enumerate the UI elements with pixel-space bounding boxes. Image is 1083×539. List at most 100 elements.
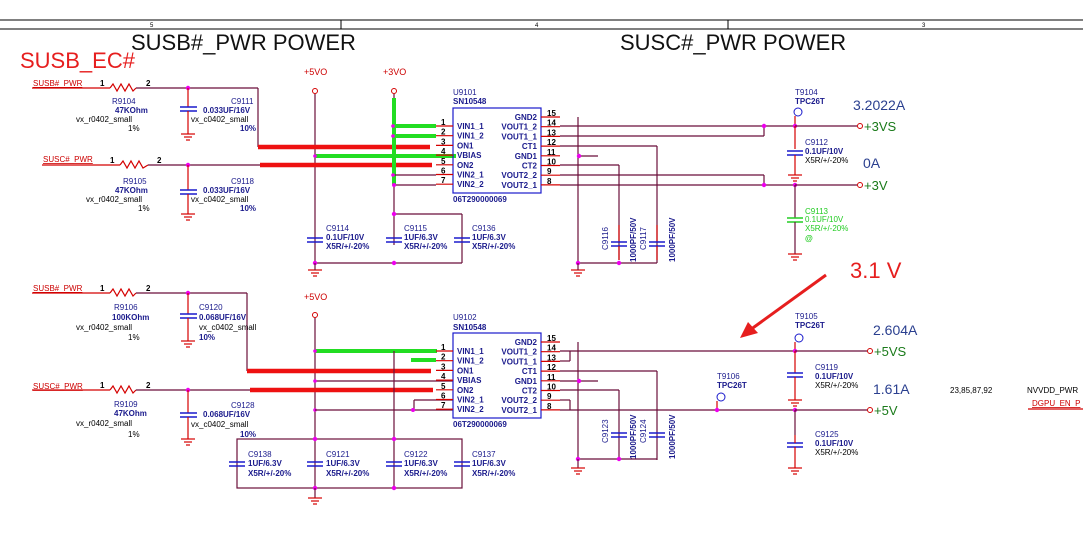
- u9101-pin-name: CT1: [522, 142, 538, 151]
- capacitor-c9124[interactable]: [649, 432, 665, 438]
- u9102-pin-num: 1: [441, 343, 446, 352]
- output-5vs-label: +5VS: [874, 344, 906, 359]
- c9128-value: 0.068UF/16V: [203, 410, 251, 419]
- capacitor-c9116[interactable]: [611, 225, 627, 260]
- u9101-pin-name: VBIAS: [457, 151, 482, 160]
- output-port-3vs[interactable]: [857, 123, 863, 129]
- u9101-pin-name: VOUT2_2: [501, 171, 537, 180]
- u9101-pin-num: 8: [547, 177, 552, 186]
- c9136-spec: X5R/+/-20%: [472, 242, 515, 251]
- rail-label-3vo: +3VO: [383, 67, 406, 77]
- net-nvvdd-pwr[interactable]: NVVDD_PWR: [1027, 386, 1078, 395]
- r9104-tol: 1%: [128, 124, 140, 133]
- c9120-footprint: vx_c0402_small: [199, 323, 257, 332]
- c9120-tol: 10%: [199, 333, 215, 342]
- c9117-ref: C9117: [639, 226, 648, 250]
- capacitor-c9136[interactable]: [454, 237, 470, 243]
- r9104-ref: R9104: [112, 97, 136, 106]
- c9116-value: 1000PF/50V: [629, 217, 638, 262]
- ground-icon: [788, 253, 802, 261]
- r9109-footprint: vx_r0402_small: [76, 419, 132, 428]
- resistor-r9109-symbol[interactable]: [109, 384, 137, 395]
- net-susc-pwr-bottom[interactable]: SUSC#_PWR: [33, 382, 83, 391]
- u9102-pin-num: 14: [547, 344, 556, 353]
- c9125-spec: X5R/+/-20%: [815, 448, 858, 457]
- capacitor-c9119[interactable]: [787, 372, 803, 378]
- c9112-spec: X5R/+/-20%: [805, 156, 848, 165]
- net-susb-pwr-top[interactable]: SUSB#_PWR: [33, 79, 83, 88]
- u9101-pin-name: GND2: [515, 113, 538, 122]
- rail-label-5vo: +5VO: [304, 67, 327, 77]
- c9114-ref: C9114: [326, 224, 350, 233]
- capacitor-c9125[interactable]: [787, 442, 803, 448]
- capacitor-c9117[interactable]: [649, 225, 665, 260]
- ic-u9101[interactable]: U9101 SN10548 06T290000069: [452, 88, 542, 204]
- zone-3: 3: [922, 23, 926, 29]
- capacitor-c9128[interactable]: [180, 412, 197, 418]
- c9113-ref: C9113: [805, 207, 829, 216]
- u9102-pin-name: VBIAS: [457, 376, 482, 385]
- c9128-ref: C9128: [231, 401, 255, 410]
- c9137-spec: X5R/+/-20%: [472, 469, 515, 478]
- ic-u9102[interactable]: U9102 SN10548 06T290000069: [452, 313, 542, 429]
- net-dgpu-en[interactable]: DGPU_EN_P: [1032, 399, 1080, 408]
- testpoint-t9106[interactable]: [716, 392, 726, 402]
- u9102-pin-name: VIN2_2: [457, 405, 484, 414]
- capacitor-c9115[interactable]: [386, 237, 402, 243]
- u9102-pin-name: ON2: [457, 386, 474, 395]
- capacitor-c9138[interactable]: [229, 461, 245, 467]
- capacitor-c9120[interactable]: [180, 313, 197, 319]
- net-susb-pwr-bottom[interactable]: SUSB#_PWR: [33, 284, 83, 293]
- output-3v-label: +3V: [864, 178, 888, 193]
- u9101-pin-name: VIN1_1: [457, 122, 484, 131]
- c9113-spec: X5R/+/-20%: [805, 224, 848, 233]
- output-port-3v[interactable]: [857, 182, 863, 188]
- ground-icon: [181, 438, 195, 446]
- output-port-5vs[interactable]: [867, 348, 873, 354]
- c9122-ref: C9122: [404, 450, 428, 459]
- u9102-pin-num: 3: [441, 362, 446, 371]
- capacitor-c9122[interactable]: [386, 461, 402, 467]
- zone-5: 5: [150, 23, 154, 29]
- capacitor-c9121[interactable]: [307, 461, 323, 467]
- testpoint-t9104[interactable]: [793, 107, 803, 117]
- resistor-r9105-symbol[interactable]: [119, 159, 149, 170]
- u9102-pin-name: ON1: [457, 366, 474, 375]
- testpoint-t9105[interactable]: [794, 333, 804, 343]
- u9102-pin-num: 12: [547, 363, 556, 372]
- capacitor-c9113[interactable]: [787, 217, 803, 223]
- r9105-tol: 1%: [138, 204, 150, 213]
- c9111-tol: 10%: [240, 124, 256, 133]
- u9101-pin-name: GND1: [515, 152, 538, 161]
- rail-port-3vo[interactable]: [391, 88, 397, 94]
- capacitor-c9114[interactable]: [307, 237, 323, 243]
- u9102-pin-num: 6: [441, 392, 446, 401]
- c9115-ref: C9115: [404, 224, 428, 233]
- c9112-ref: C9112: [805, 138, 829, 147]
- rail-port-5vo-bottom[interactable]: [312, 312, 318, 318]
- resistor-r9106-symbol[interactable]: [109, 287, 137, 298]
- resistor-r9104-symbol[interactable]: [109, 82, 137, 93]
- c9116-ref: C9116: [601, 226, 610, 250]
- arrow-icon: [740, 273, 827, 338]
- c9117-value: 1000PF/50V: [668, 217, 677, 262]
- ground-icon: [181, 213, 195, 221]
- ground-icon: [308, 269, 322, 277]
- c9136-ref: C9136: [472, 224, 496, 233]
- u9102-pin-name: VIN1_2: [457, 357, 484, 366]
- capacitor-c9112[interactable]: [787, 150, 803, 156]
- rail-port-5vo[interactable]: [312, 88, 318, 94]
- capacitor-c9123[interactable]: [611, 432, 627, 438]
- t9105-part: TPC26T: [795, 321, 825, 330]
- output-port-5v[interactable]: [867, 407, 873, 413]
- c9118-ref: C9118: [231, 177, 255, 186]
- u9102-pin-num: 2: [441, 353, 446, 362]
- u9102-pin-name: CT2: [522, 387, 538, 396]
- net-susc-pwr-top[interactable]: SUSC#_PWR: [43, 155, 93, 164]
- capacitor-c9137[interactable]: [454, 461, 470, 467]
- title-susc: SUSC#_PWR POWER: [620, 30, 846, 55]
- u9101-pin-name: ON2: [457, 161, 474, 170]
- current-5vs: 2.604A: [873, 322, 918, 338]
- u9102-pin-name: VIN1_1: [457, 347, 484, 356]
